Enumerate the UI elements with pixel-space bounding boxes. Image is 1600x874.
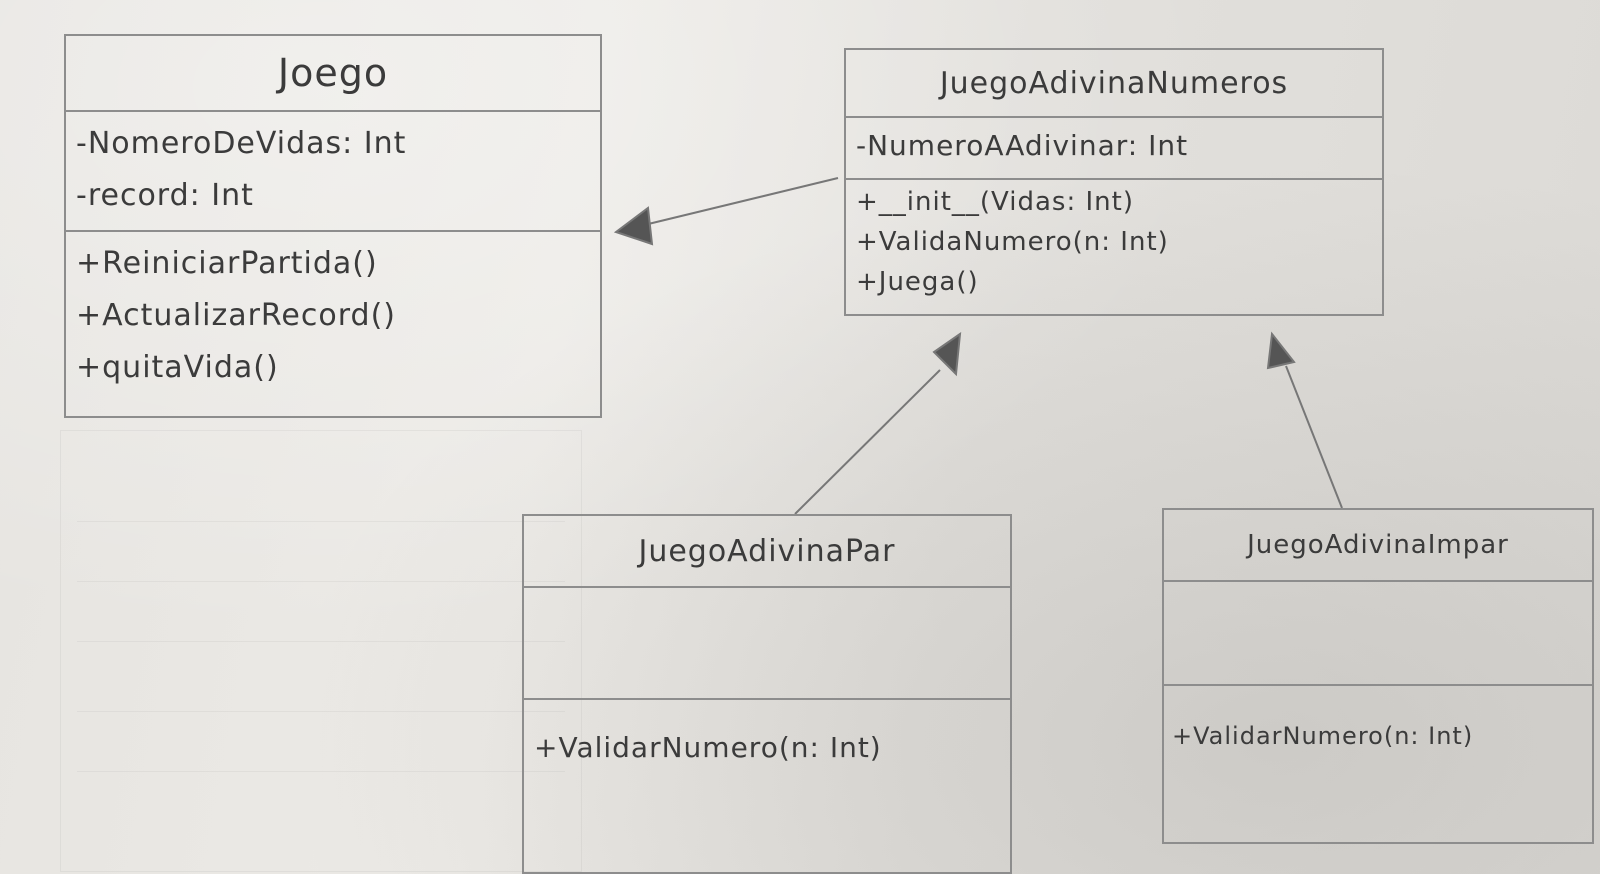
class-adivina-impar-methods: +ValidarNumero(n: Int) [1164,686,1592,842]
arrowhead-juego [613,206,654,246]
class-juego-adivina-numeros: JuegoAdivinaNumeros -NumeroAAdivinar: In… [844,48,1384,316]
class-juego-attributes: -NomeroDeVidas: Int -record: Int [66,112,600,232]
method: +ActualizarRecord() [76,298,396,333]
arrow-line-impar-to-numeros [1285,365,1343,509]
class-juego-name: Joego [277,51,389,95]
attribute: -NumeroAAdivinar: Int [856,129,1189,162]
class-adivina-numeros-name: JuegoAdivinaNumeros [939,65,1289,101]
attribute: -record: Int [76,178,254,213]
class-adivina-impar-attributes [1164,582,1592,686]
class-juego-title: Joego [66,36,600,112]
class-adivina-impar-title: JuegoAdivinaImpar [1164,510,1592,582]
arrowhead-numeros-from-impar [1266,331,1296,370]
class-juego-methods: +ReiniciarPartida() +ActualizarRecord() … [66,232,600,416]
arrowhead-numeros-from-par [932,331,962,377]
method: +ReiniciarPartida() [76,246,378,281]
method: +__init__(Vidas: Int) [856,187,1134,217]
method: +ValidarNumero(n: Int) [534,731,882,764]
class-juego: Joego -NomeroDeVidas: Int -record: Int +… [64,34,602,418]
faded-erased-sketch [60,430,582,872]
class-juego-adivina-impar: JuegoAdivinaImpar +ValidarNumero(n: Int) [1162,508,1594,844]
arrow-line-numeros-to-juego [639,177,839,227]
class-adivina-numeros-title: JuegoAdivinaNumeros [846,50,1382,118]
class-juego-adivina-par: JuegoAdivinaPar +ValidarNumero(n: Int) [522,514,1012,874]
method: +ValidaNumero(n: Int) [856,227,1169,257]
method: +quitaVida() [76,350,279,385]
class-adivina-par-methods: +ValidarNumero(n: Int) [524,700,1010,856]
arrow-line-par-to-numeros [794,369,941,515]
attribute: -NomeroDeVidas: Int [76,126,407,161]
class-adivina-impar-name: JuegoAdivinaImpar [1247,530,1509,560]
class-adivina-par-attributes [524,588,1010,700]
class-adivina-numeros-methods: +__init__(Vidas: Int) +ValidaNumero(n: I… [846,180,1382,314]
class-adivina-par-name: JuegoAdivinaPar [638,533,896,569]
method: +Juega() [856,267,979,297]
method: +ValidarNumero(n: Int) [1172,722,1474,750]
class-adivina-par-title: JuegoAdivinaPar [524,516,1010,588]
class-adivina-numeros-attributes: -NumeroAAdivinar: Int [846,118,1382,180]
